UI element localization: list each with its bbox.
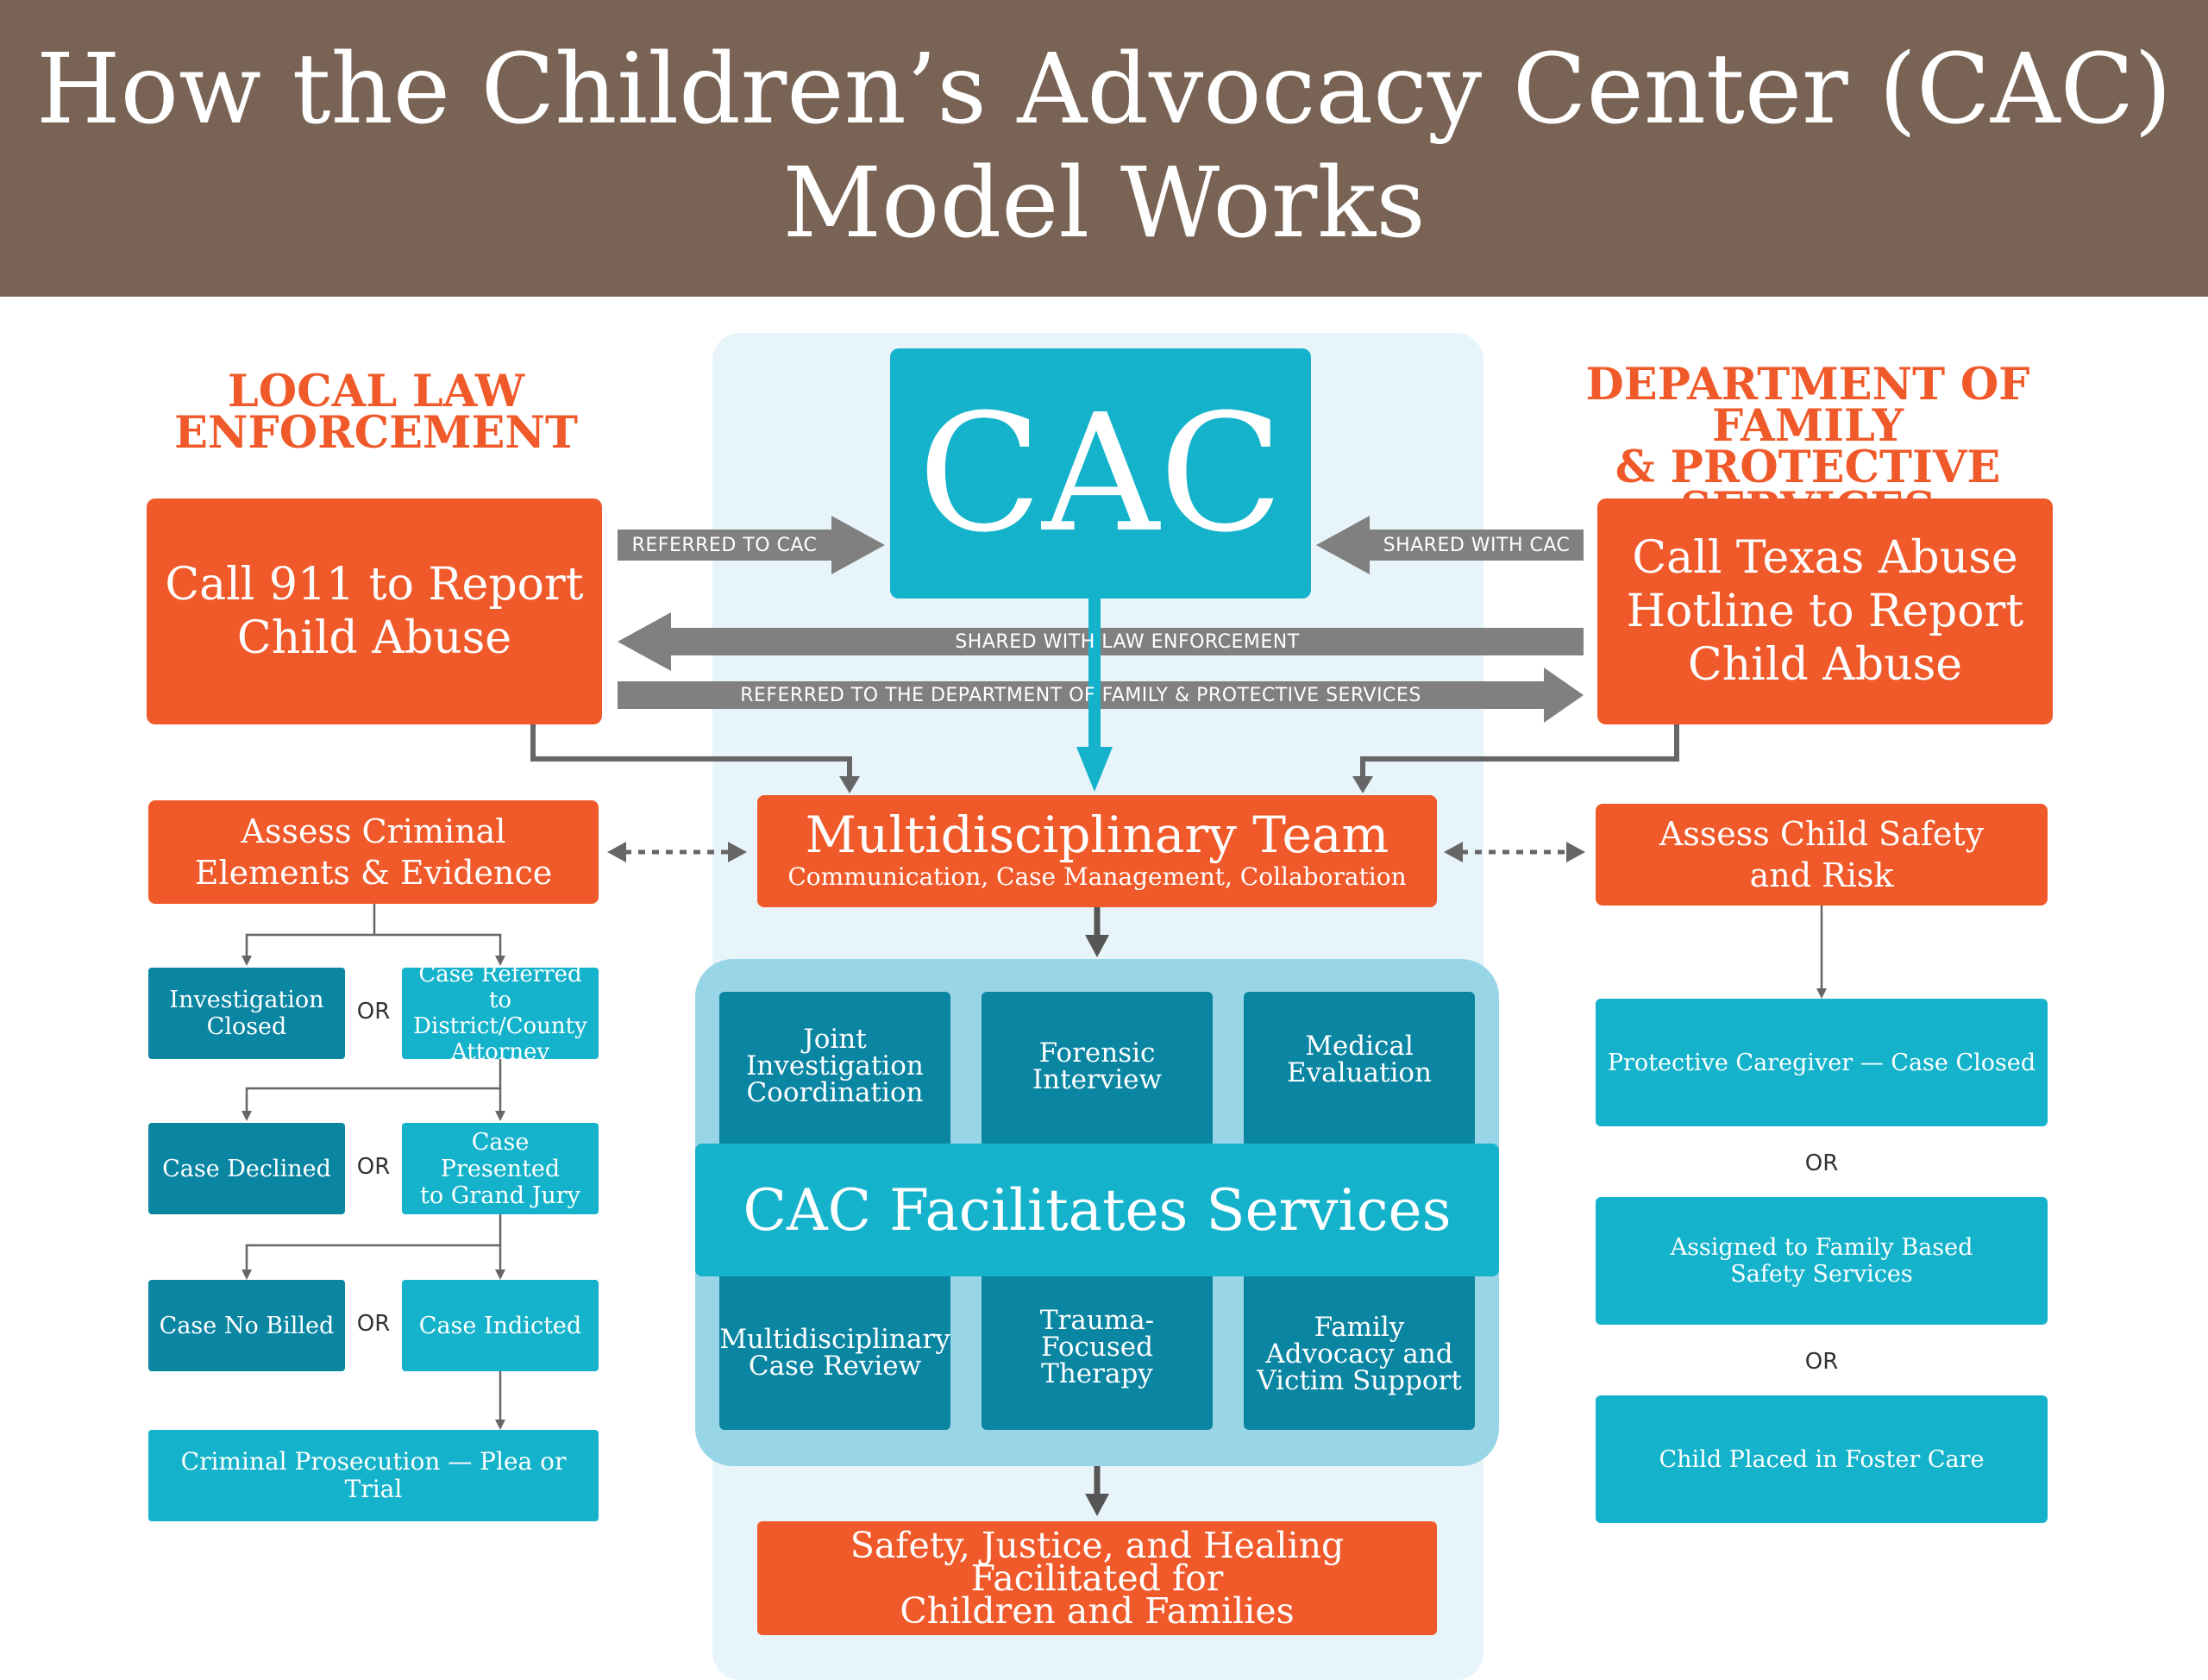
service-trauma-therapy: Trauma- Focused Therapy (982, 1264, 1213, 1430)
or-label: OR (1804, 1150, 1839, 1176)
or-label: OR (356, 999, 391, 1025)
or-label: OR (356, 1311, 391, 1337)
family-based-safety-box: Assigned to Family Based Safety Services (1596, 1197, 2048, 1325)
service-family-advocacy: Family Advocacy and Victim Support (1244, 1264, 1475, 1430)
header-banner (0, 0, 2208, 297)
criminal-prosecution-box: Criminal Prosecution — Plea or Trial (148, 1430, 599, 1521)
call-911-box: Call 911 to Report Child Abuse (147, 498, 602, 724)
arrow-cac-to-mdt (1076, 599, 1113, 792)
heading-local-law-enforcement: LOCAL LAW ENFORCEMENT (174, 366, 578, 459)
service-forensic-interview: Forensic Interview (982, 992, 1213, 1147)
service-joint-investigation: Joint Investigation Coordination (719, 992, 950, 1147)
or-label: OR (356, 1154, 391, 1180)
foster-care-box: Child Placed in Foster Care (1596, 1395, 2048, 1523)
service-medical-evaluation: Medical Evaluation (1244, 992, 1475, 1147)
label-shared-with-cac: SHARED WITH CAC (1383, 534, 1571, 556)
left-flow-lines (245, 904, 502, 1421)
elbow-call911-to-mdt (530, 724, 852, 781)
investigation-closed-box: Investigation Closed (148, 968, 345, 1059)
call-hotline-box: Call Texas Abuse Hotline to Report Child… (1597, 498, 2053, 724)
case-presented-box: Case Presented to Grand Jury (402, 1123, 599, 1214)
assess-safety-box: Assess Child Safety and Risk (1596, 804, 2048, 906)
page-title: How the Children’s Advocacy Center (CAC)… (36, 34, 2172, 260)
case-no-billed-box: Case No Billed (148, 1280, 345, 1371)
service-case-review: Multidisciplinary Case Review (719, 1264, 950, 1430)
arrow-referred-to-cac (618, 516, 885, 574)
label-shared-with-law-enforcement: SHARED WITH LAW ENFORCEMENT (955, 630, 1300, 653)
case-indicted-box: Case Indicted (402, 1280, 599, 1371)
heading-dfps: DEPARTMENT OF FAMILY & PROTECTIVE SERVIC… (1585, 359, 2030, 531)
label-referred-to-cac: REFERRED TO CAC (631, 534, 818, 556)
assess-criminal-box: Assess Criminal Elements & Evidence (148, 800, 599, 904)
cac-box: CAC (890, 348, 1311, 599)
label-referred-to-dfps: REFERRED TO THE DEPARTMENT OF FAMILY & P… (740, 684, 1421, 706)
case-declined-box: Case Declined (148, 1123, 345, 1214)
dotted-arrow-right (1444, 842, 1585, 862)
protective-caregiver-box: Protective Caregiver — Case Closed (1596, 999, 2048, 1126)
case-referred-box: Case Referred to District/County Attorne… (402, 962, 599, 1065)
elbow-hotline-to-mdt (1360, 724, 1679, 781)
arrow-shared-with-cac (1316, 516, 1584, 574)
services-banner: CAC Facilitates Services (695, 1144, 1499, 1276)
mdt-box: Multidisciplinary Team Communication, Ca… (757, 795, 1437, 907)
outcome-box: Safety, Justice, and Healing Facilitated… (757, 1521, 1437, 1635)
or-label: OR (1804, 1349, 1839, 1375)
mdt-title: Multidisciplinary Team (805, 806, 1389, 864)
dotted-arrow-left (607, 842, 747, 862)
mdt-subtitle: Communication, Case Management, Collabor… (787, 862, 1407, 891)
